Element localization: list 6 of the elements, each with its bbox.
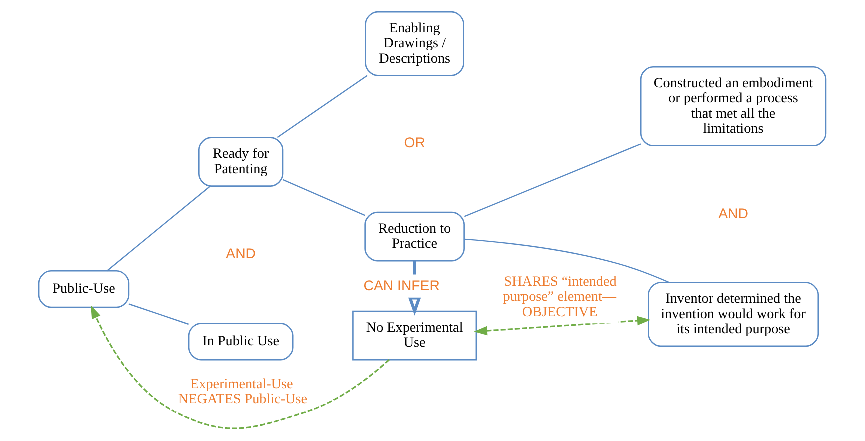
label: AND — [718, 205, 748, 222]
edge-label: Experimental-Use NEGATES Public-Use — [178, 376, 308, 408]
label: OR — [404, 134, 426, 151]
edge-label: CAN INFER — [364, 278, 440, 294]
edge-label: SHARES “intended purpose” element— OBJECTIVE — [503, 274, 617, 320]
label: AND — [226, 246, 256, 262]
